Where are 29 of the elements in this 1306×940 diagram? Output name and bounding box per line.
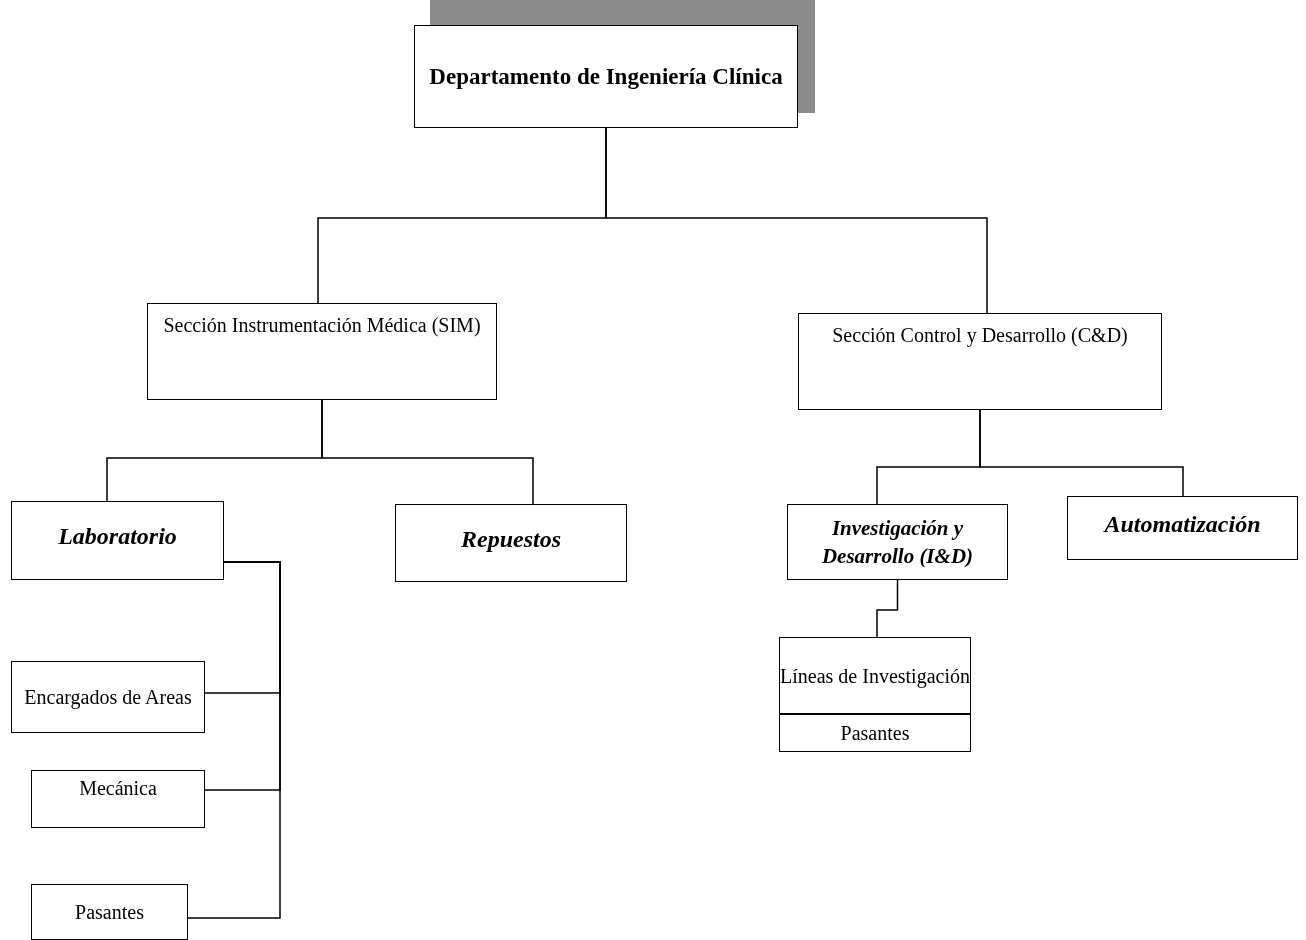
connector-line — [979, 409, 1184, 497]
org-box — [11, 661, 205, 733]
connector-line — [321, 399, 534, 505]
org-box — [414, 25, 798, 128]
org-box — [779, 714, 971, 752]
org-box — [31, 770, 205, 828]
connector-line — [605, 127, 988, 314]
connector-line — [876, 579, 899, 638]
org-box — [147, 303, 497, 400]
org-box — [798, 313, 1162, 410]
box-label: Encargados de Areas — [24, 685, 192, 711]
box-label: Repuestos — [461, 525, 561, 553]
org-box — [787, 504, 1008, 580]
org-box — [395, 504, 627, 582]
box-label: Pasantes — [840, 721, 910, 746]
box-label: Departamento de Ingeniería Clínica — [429, 63, 783, 90]
box-label: Investigación y Desarrollo (I&D) — [820, 515, 975, 570]
org-box — [1067, 496, 1298, 560]
box-label: Laboratorio — [58, 523, 177, 550]
box-label: Pasantes — [75, 900, 144, 925]
org-box — [779, 637, 971, 714]
box-label: Sección Instrumentación Médica (SIM) — [163, 313, 481, 339]
box-label: Mecánica — [79, 777, 157, 800]
box-label: Líneas de Investigación — [780, 663, 970, 690]
org-box — [31, 884, 188, 940]
box-label: Sección Control y Desarrollo (C&D) — [832, 323, 1128, 349]
connector-line — [187, 561, 281, 919]
box-label: Automatización — [1104, 510, 1261, 538]
org-box — [11, 501, 224, 580]
